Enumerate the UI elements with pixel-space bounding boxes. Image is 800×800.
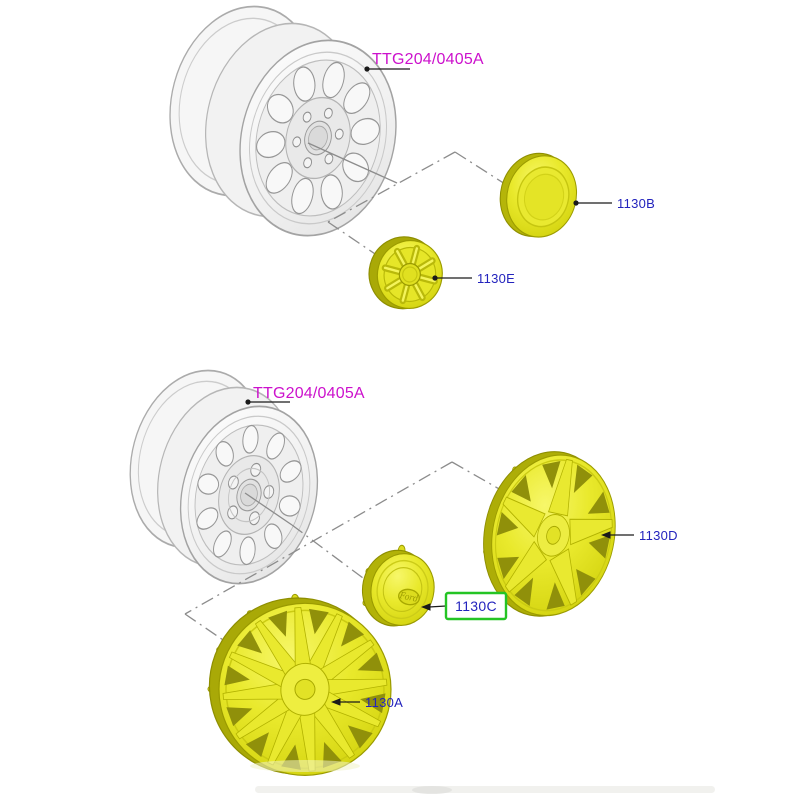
selected-part-box (444, 591, 508, 621)
leader-line (428, 605, 447, 608)
center-cap-1130b[interactable] (491, 145, 586, 246)
ford-logo: Ford (398, 588, 420, 606)
cap-spokes (378, 242, 442, 307)
part-label-1130b[interactable]: 1130B (617, 196, 655, 211)
assembly-centerlines-bottom (184, 461, 509, 660)
wheel-cover-1130d[interactable] (469, 440, 630, 629)
callout-1130e: 1130E (432, 271, 515, 286)
svg-text:Ford: Ford (398, 590, 420, 605)
ground-shadow (250, 760, 715, 794)
part-label-1130d[interactable]: 1130D (639, 528, 678, 543)
part-number-link-bottom[interactable]: TTG204/0405A (253, 385, 365, 402)
center-cap-1130e[interactable] (361, 229, 450, 317)
center-cap-1130c[interactable]: Ford (355, 538, 442, 633)
assembly-centerlines-top (307, 142, 506, 259)
callout-1130c-selected: 1130C (421, 591, 508, 621)
callout-1130b: 1130B (573, 196, 655, 211)
part-label-1130c[interactable]: 1130C (455, 598, 497, 614)
part-label-1130a[interactable]: 1130A (365, 695, 403, 710)
callout-ttg-top: TTG204/0405A (364, 51, 484, 72)
part-number-link-top[interactable]: TTG204/0405A (372, 51, 484, 68)
callout-ttg-bottom: TTG204/0405A (245, 385, 365, 405)
wheel-cover-1130a[interactable] (195, 581, 406, 789)
callout-1130a: 1130A (331, 695, 403, 710)
steel-wheel-top[interactable] (150, 0, 418, 253)
part-label-1130e[interactable]: 1130E (477, 271, 515, 286)
callout-1130d: 1130D (601, 528, 678, 543)
